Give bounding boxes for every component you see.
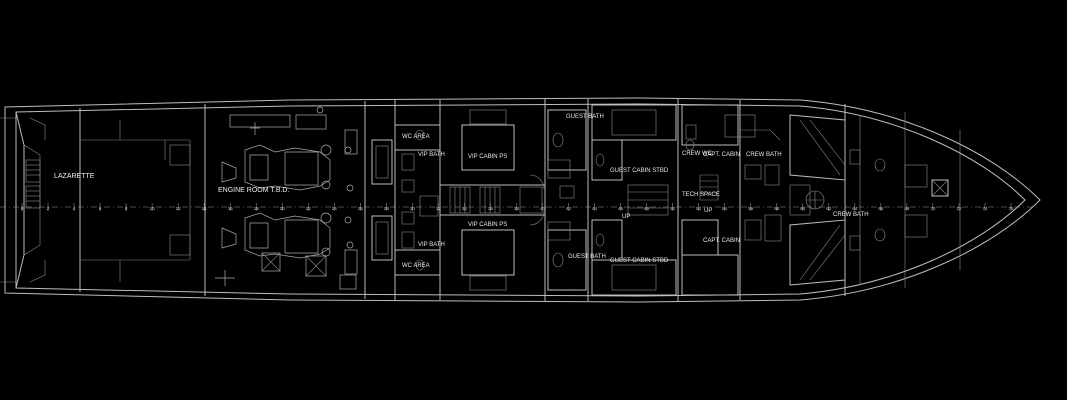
- frame-number: 56: [748, 206, 754, 211]
- frame-number: 48: [644, 206, 650, 211]
- label-up-bottom: UP: [704, 208, 712, 214]
- frame-number: 18: [254, 206, 260, 211]
- frame-number: 2: [47, 206, 50, 211]
- frame-number: 68: [904, 206, 910, 211]
- frame-number: 66: [878, 206, 884, 211]
- label-capt-cabin-bottom: CAPT. CABIN: [703, 238, 740, 244]
- label-guest-cabin-bottom: GUEST CABIN STBD: [610, 258, 669, 264]
- label-guest-bath-bottom: GUEST BATH: [568, 254, 606, 260]
- vip-baths: [529, 109, 587, 291]
- frame-number: 6: [99, 206, 102, 211]
- frame-number: 22: [306, 206, 312, 211]
- frame-number: 60: [800, 206, 806, 211]
- frame-number: 32: [436, 206, 442, 211]
- frame-number: 74: [982, 206, 988, 211]
- frame-number: 12: [176, 206, 182, 211]
- frame-number: 64: [852, 206, 858, 211]
- frame-number: 20: [280, 206, 286, 211]
- guest-cabins: [559, 104, 677, 296]
- label-vip-cabin-stbd: VIP CABIN PS: [468, 222, 507, 228]
- frame-number: 50: [670, 206, 676, 211]
- frame-number: 70: [930, 206, 936, 211]
- label-vip-bath-bottom: VIP BATH: [418, 242, 445, 248]
- frame-number: 16: [228, 206, 234, 211]
- lazarette-area: [25, 120, 191, 282]
- crew-area: [681, 104, 782, 296]
- label-crew-bath-bottom: CREW BATH: [833, 212, 869, 218]
- vip-cabins: [440, 109, 545, 291]
- wc-area: [371, 124, 440, 276]
- frame-number: 44: [592, 206, 598, 211]
- frame-number: 8: [125, 206, 128, 211]
- frame-number: 76: [1008, 206, 1014, 211]
- frame-number: 54: [722, 206, 728, 211]
- bulkheads: [79, 99, 961, 301]
- frame-number: 14: [202, 206, 208, 211]
- frame-number: 72: [956, 206, 962, 211]
- frame-number: 46: [618, 206, 624, 211]
- frame-number: 52: [696, 206, 702, 211]
- frame-number: 58: [774, 206, 780, 211]
- label-capt-cabin-top: CAPT. CABIN: [703, 152, 740, 158]
- label-lazarette: LAZARETTE: [54, 173, 95, 180]
- frame-number: 40: [540, 206, 546, 211]
- frame-number: 10: [150, 206, 156, 211]
- frame-number: 24: [332, 206, 338, 211]
- label-crew-bath-top: CREW BATH: [746, 152, 782, 158]
- label-wc-area-bottom: WC AREA: [402, 263, 430, 269]
- label-tech-space: TECH SPACE: [682, 192, 720, 198]
- label-crew-wc: CREW WC: [682, 151, 713, 157]
- bow-area: [789, 114, 949, 286]
- engine-room: [215, 106, 358, 290]
- frame-number: 28: [384, 206, 390, 211]
- label-up-top: UP: [622, 214, 630, 220]
- frame-number: 30: [410, 206, 416, 211]
- frame-number: 42: [566, 206, 572, 211]
- label-engine-room: ENGINE ROOM T.B.D.: [218, 187, 289, 194]
- label-wc-area-top: WC AREA: [402, 134, 430, 140]
- frame-number: 62: [826, 206, 832, 211]
- frame-number: 38: [514, 206, 520, 211]
- label-vip-cabin-ps: VIP CABIN PS: [468, 154, 507, 160]
- frame-number: 36: [488, 206, 494, 211]
- frame-number: 26: [358, 206, 364, 211]
- label-guest-bath-top: GUEST BATH: [566, 114, 604, 120]
- label-guest-cabin-top: GUEST CABIN STBD: [610, 168, 669, 174]
- frame-number: 0: [21, 206, 24, 211]
- frame-number: 34: [462, 206, 468, 211]
- frame-number: 4: [73, 206, 76, 211]
- label-vip-bath-top: VIP BATH: [418, 152, 445, 158]
- room-labels: LAZARETTE ENGINE ROOM T.B.D. WC AREA WC …: [54, 114, 869, 269]
